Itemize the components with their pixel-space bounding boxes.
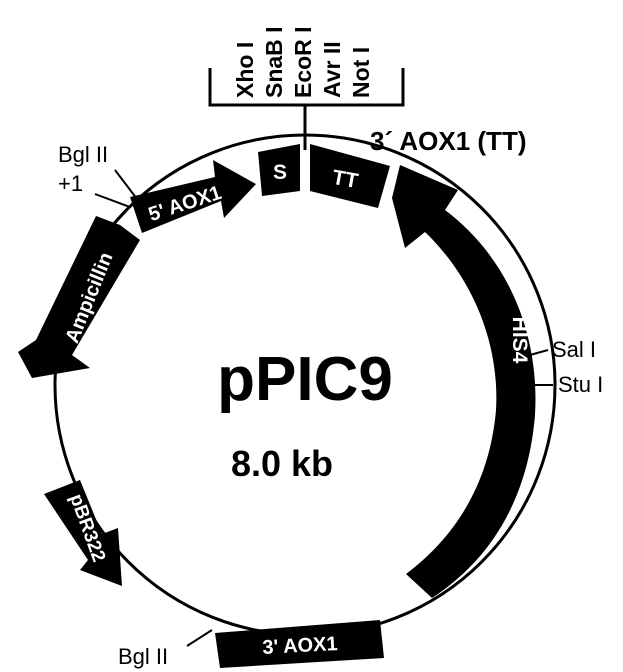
site-stui: Stu I — [558, 372, 603, 397]
signal-label: S — [273, 161, 287, 184]
aox3-block — [215, 620, 384, 668]
terminator-label-inside: TT — [330, 166, 359, 193]
terminator-name: 3´ AOX1 (TT) — [370, 126, 526, 156]
site-bglii-bottom: Bgl II — [118, 644, 168, 669]
mcs-site-avr: Avr II — [319, 41, 345, 98]
his4-arrow — [392, 165, 536, 598]
site-sali: Sal I — [552, 337, 596, 362]
his4-label: HIS4 — [508, 317, 531, 364]
ampicillin-arrow — [18, 216, 140, 378]
mcs-site-ecor: EcoR I — [290, 26, 316, 98]
terminator-block — [310, 144, 390, 208]
site-bglii-top: Bgl II — [58, 142, 108, 167]
signal-block — [258, 144, 300, 196]
plasmid-name: pPIC9 — [217, 345, 393, 414]
site-sali-tick — [529, 349, 549, 356]
mcs-site-not: Not I — [348, 47, 374, 98]
pbr322-arrow — [44, 480, 122, 586]
site-bglii-bottom-tick — [186, 629, 213, 647]
promoter-arrow — [130, 160, 256, 233]
mcs-site-xho: Xho I — [232, 42, 258, 98]
mcs-site-snab: SnaB I — [261, 26, 287, 98]
site-plus-one-tick — [94, 193, 131, 208]
site-plus-one: +1 — [58, 171, 83, 196]
aox3-label: 3' AOX1 — [262, 633, 338, 659]
site-bglii-top-tick — [114, 169, 138, 200]
mcs-bracket — [208, 68, 405, 150]
plasmid-size: 8.0 kb — [231, 443, 333, 484]
